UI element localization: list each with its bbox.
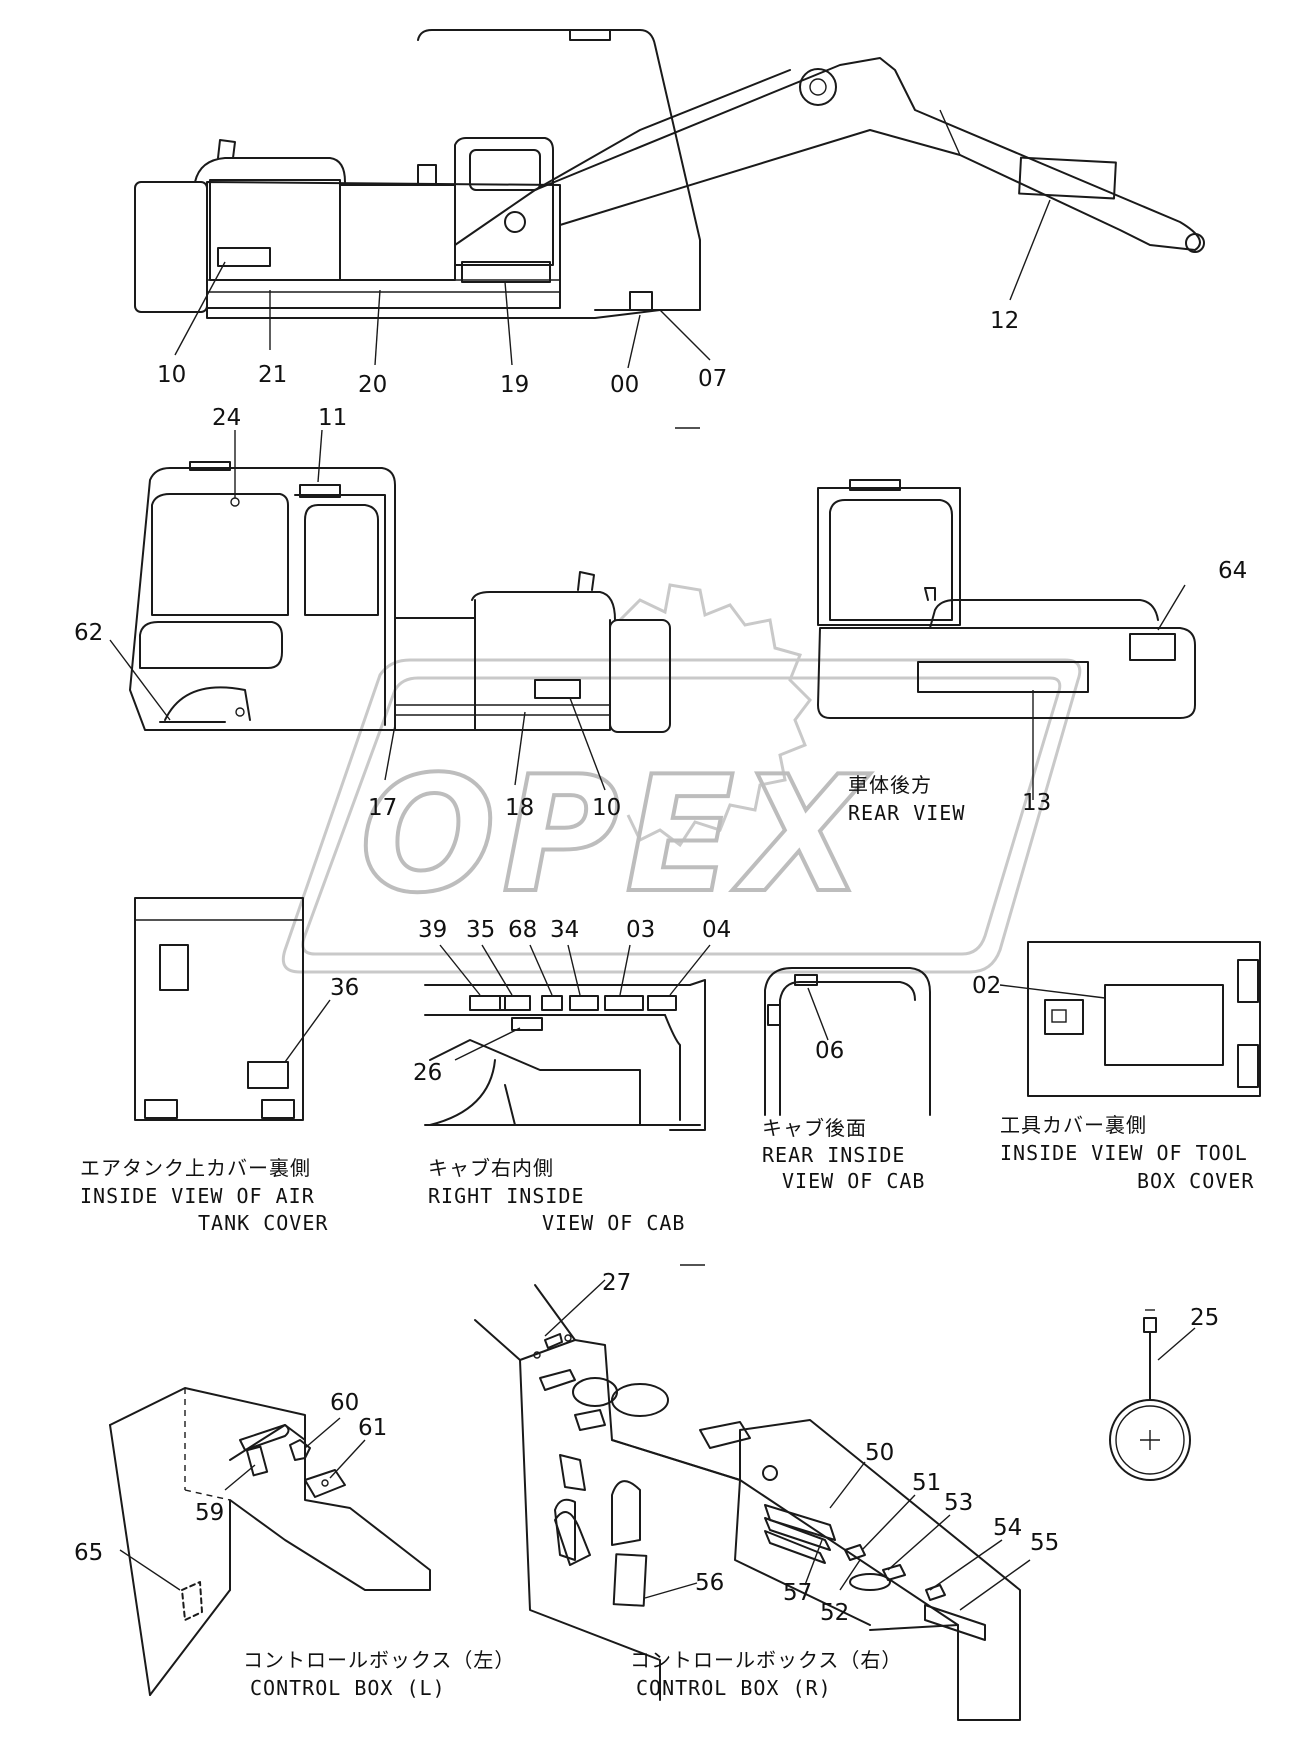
part-number-27: 27 xyxy=(602,1270,631,1296)
part-number-51: 51 xyxy=(912,1470,941,1496)
part-number-26: 26 xyxy=(413,1060,442,1086)
part-number-04: 04 xyxy=(702,917,731,943)
caption-control-r-en: CONTROL BOX (R) xyxy=(636,1676,832,1700)
part-number-24: 24 xyxy=(212,405,241,431)
excavator-side-view xyxy=(134,29,1205,319)
part-number-56: 56 xyxy=(695,1570,724,1596)
control-box-right xyxy=(474,1279,1031,1721)
view-captions: 車体後方 REAR VIEW エアタンク上カバー裏側 INSIDE VIEW O… xyxy=(80,773,1254,1700)
part-number-17: 17 xyxy=(368,795,397,821)
watermark-frame-inner xyxy=(301,676,1062,956)
caption-air-tank-en1: INSIDE VIEW OF AIR xyxy=(80,1184,315,1208)
part-number-20: 20 xyxy=(358,372,387,398)
part-number-65: 65 xyxy=(74,1540,103,1566)
part-number-68: 68 xyxy=(508,917,537,943)
caption-air-tank-jp: エアタンク上カバー裏側 xyxy=(80,1156,311,1180)
caption-cab-rear-en2: VIEW OF CAB xyxy=(782,1169,925,1193)
caption-cab-right-en2: VIEW OF CAB xyxy=(542,1211,685,1235)
part-number-07: 07 xyxy=(698,366,727,392)
part-number-53: 53 xyxy=(944,1490,973,1516)
rear-view-drawing xyxy=(817,479,1196,800)
part-number-36: 36 xyxy=(330,975,359,1001)
caption-control-l-en: CONTROL BOX (L) xyxy=(250,1676,446,1700)
part-number-60: 60 xyxy=(330,1390,359,1416)
part-number-62: 62 xyxy=(74,620,103,646)
part-number-03: 03 xyxy=(626,917,655,943)
part-number-61: 61 xyxy=(358,1415,387,1441)
caption-tool-box-en1: INSIDE VIEW OF TOOL xyxy=(1000,1141,1248,1165)
part-number-10: 10 xyxy=(157,362,186,388)
part-number-13: 13 xyxy=(1022,790,1051,816)
caption-cab-right-jp: キャブ右内側 xyxy=(428,1156,554,1180)
part-number-57: 57 xyxy=(783,1580,812,1606)
caption-cab-right-en1: RIGHT INSIDE xyxy=(428,1184,585,1208)
part-number-11: 11 xyxy=(318,405,347,431)
part-number-59: 59 xyxy=(195,1500,224,1526)
part-number-19: 19 xyxy=(500,372,529,398)
part-number-12: 12 xyxy=(990,308,1019,334)
caption-air-tank-en2: TANK COVER xyxy=(198,1211,328,1235)
leader-lines-middle xyxy=(109,429,606,791)
part-number-50: 50 xyxy=(865,1440,894,1466)
part-number-10-middle: 10 xyxy=(592,795,621,821)
caption-control-r-jp: コントロールボックス（右） xyxy=(630,1648,902,1672)
cab-right-inside-view xyxy=(424,944,711,1131)
key-ring-part xyxy=(1109,1309,1196,1481)
part-number-02: 02 xyxy=(972,973,1001,999)
watermark-frame-outer xyxy=(281,658,1082,974)
part-number-34: 34 xyxy=(550,917,579,943)
caption-tool-box-en2: BOX COVER xyxy=(1137,1169,1254,1193)
tool-box-cover-view xyxy=(999,941,1261,1097)
part-number-18: 18 xyxy=(505,795,534,821)
part-number-39: 39 xyxy=(418,917,447,943)
part-number-06: 06 xyxy=(815,1038,844,1064)
gear-watermark-icon xyxy=(618,583,812,848)
part-number-55: 55 xyxy=(1030,1530,1059,1556)
caption-cab-rear-en1: REAR INSIDE xyxy=(762,1143,905,1167)
air-tank-cover-view xyxy=(134,897,331,1121)
part-number-35: 35 xyxy=(466,917,495,943)
caption-control-l-jp: コントロールボックス（左） xyxy=(243,1648,515,1672)
caption-rear-view-en: REAR VIEW xyxy=(848,801,965,825)
cab-side-view xyxy=(129,461,671,733)
watermark-text: OPEX xyxy=(360,741,871,928)
caption-cab-rear-jp: キャブ後面 xyxy=(762,1116,867,1140)
part-number-00: 00 xyxy=(610,372,639,398)
control-box-left xyxy=(109,1387,431,1696)
part-number-25: 25 xyxy=(1190,1305,1219,1331)
part-number-labels: 10 21 20 19 00 07 12 24 11 62 17 18 10 6… xyxy=(74,308,1247,1626)
part-number-64: 64 xyxy=(1218,558,1247,584)
part-number-52: 52 xyxy=(820,1600,849,1626)
part-number-54: 54 xyxy=(993,1515,1022,1541)
caption-rear-view-jp: 車体後方 xyxy=(848,773,932,797)
part-number-21: 21 xyxy=(258,362,287,388)
opex-watermark: OPEX xyxy=(281,583,1082,974)
leader-lines-top xyxy=(174,199,1051,369)
cab-rear-inside-view xyxy=(764,967,931,1116)
caption-tool-box-jp: 工具カバー裏側 xyxy=(1000,1113,1147,1137)
